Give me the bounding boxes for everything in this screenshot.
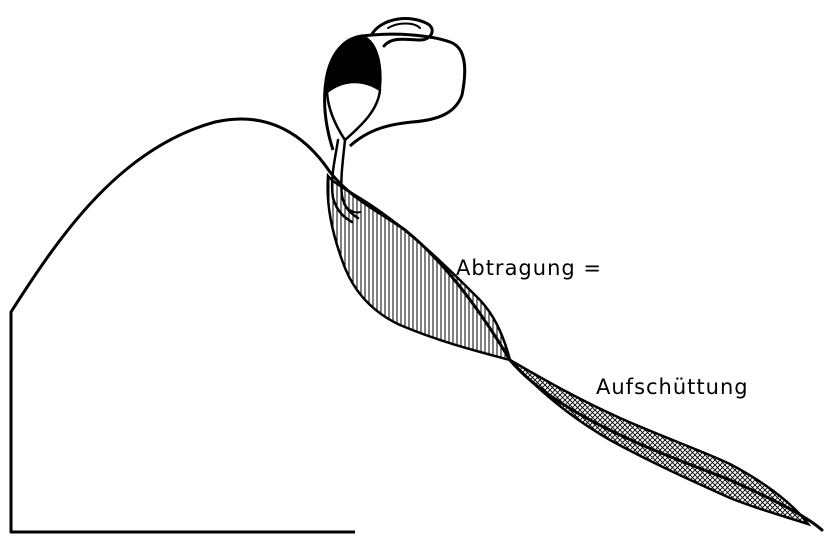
pouring-jug-icon (325, 19, 465, 150)
cliff-edge (11, 312, 355, 532)
erosion-label: Abtragung = (456, 256, 602, 280)
deposition-label: Aufschüttung (596, 375, 749, 399)
